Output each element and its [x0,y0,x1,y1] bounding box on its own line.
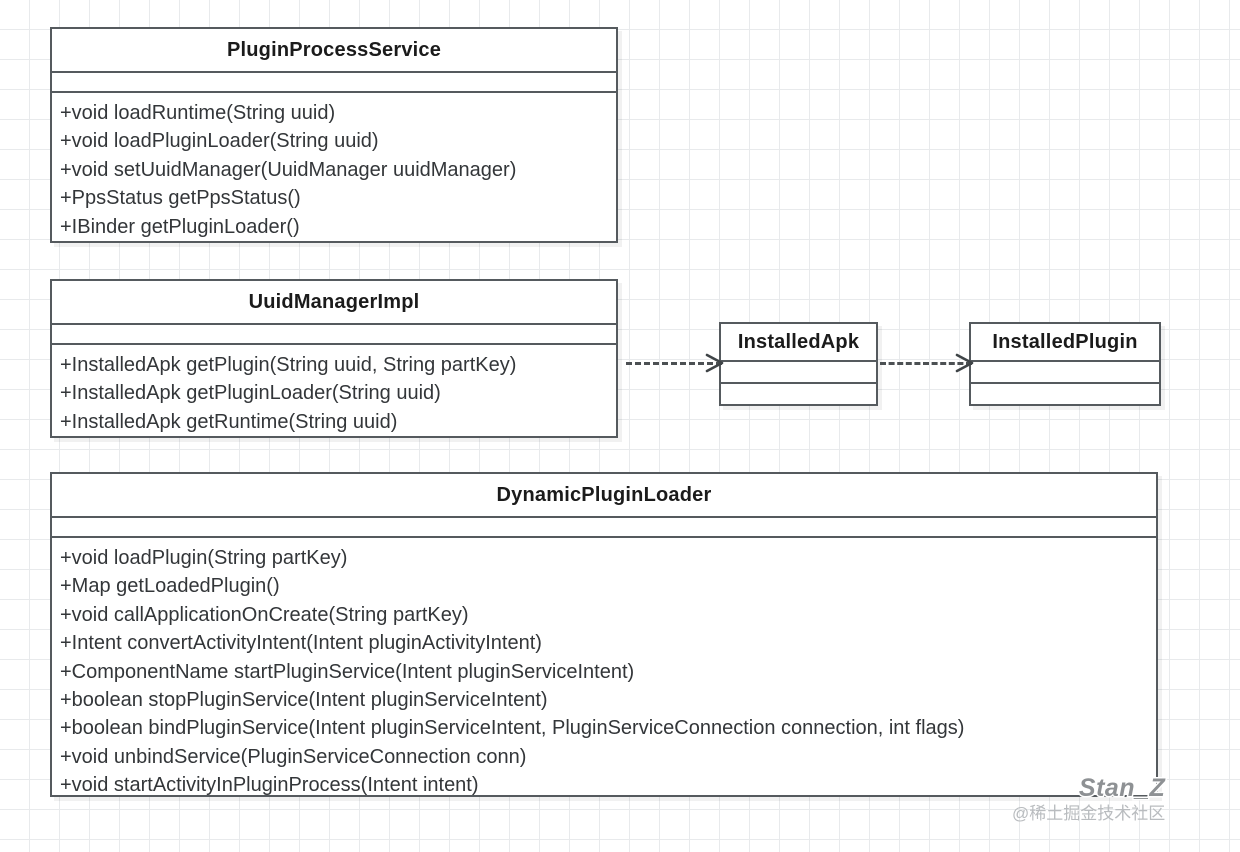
class-attributes-dynamicpluginloader [52,518,1156,538]
class-methods-installedapk [721,384,876,406]
class-methods-installedplugin [971,384,1159,406]
watermark-subtitle: @稀土掘金技术社区 [1012,804,1166,823]
uml-class-installedapk[interactable]: InstalledApk [719,322,878,406]
dependency-arrow-uuidmanagerimpl-installedapk [626,353,724,373]
class-attributes-pluginprocessservice [52,73,616,93]
class-attributes-installedplugin [971,362,1159,384]
uml-class-pluginprocessservice[interactable]: PluginProcessService +void loadRuntime(S… [50,27,618,243]
method-item: +void unbindService(PluginServiceConnect… [60,745,527,768]
method-item: +boolean bindPluginService(Intent plugin… [60,717,965,740]
method-item: +IBinder getPluginLoader() [60,215,300,238]
method-item: +PpsStatus getPpsStatus() [60,187,301,210]
method-item: +void loadPluginLoader(String uuid) [60,130,379,153]
method-item: +InstalledApk getPluginLoader(String uui… [60,382,441,405]
method-item: +Intent convertActivityIntent(Intent plu… [60,632,542,655]
method-item: +void startActivityInPluginProcess(Inten… [60,774,479,797]
dashed-line [880,361,972,365]
method-item: +InstalledApk getRuntime(String uuid) [60,410,398,433]
method-item: +void callApplicationOnCreate(String par… [60,603,469,626]
dashed-line [626,361,722,365]
uml-class-uuidmanagerimpl[interactable]: UuidManagerImpl +InstalledApk getPlugin(… [50,279,618,438]
method-item: +void loadRuntime(String uuid) [60,102,336,124]
class-methods-uuidmanagerimpl: +InstalledApk getPlugin(String uuid, Str… [52,345,616,442]
method-item: +Map getLoadedPlugin() [60,575,280,598]
class-title-installedapk: InstalledApk [721,324,876,362]
class-title-installedplugin: InstalledPlugin [971,324,1159,362]
uml-class-dynamicpluginloader[interactable]: DynamicPluginLoader +void loadPlugin(Str… [50,472,1158,797]
method-item: +void loadPlugin(String partKey) [60,547,348,569]
dependency-arrow-installedapk-installedplugin [880,353,974,373]
class-title-pluginprocessservice: PluginProcessService [52,29,616,73]
method-item: +ComponentName startPluginService(Intent… [60,660,635,683]
uml-class-installedplugin[interactable]: InstalledPlugin [969,322,1161,406]
class-methods-dynamicpluginloader: +void loadPlugin(String partKey) +Map ge… [52,538,1156,806]
method-item: +boolean stopPluginService(Intent plugin… [60,688,548,711]
method-item: +void setUuidManager(UuidManager uuidMan… [60,158,517,181]
class-title-uuidmanagerimpl: UuidManagerImpl [52,281,616,325]
method-item: +InstalledApk getPlugin(String uuid, Str… [60,354,517,376]
class-attributes-uuidmanagerimpl [52,325,616,345]
class-methods-pluginprocessservice: +void loadRuntime(String uuid) +void loa… [52,93,616,247]
class-attributes-installedapk [721,362,876,384]
class-title-dynamicpluginloader: DynamicPluginLoader [52,474,1156,518]
